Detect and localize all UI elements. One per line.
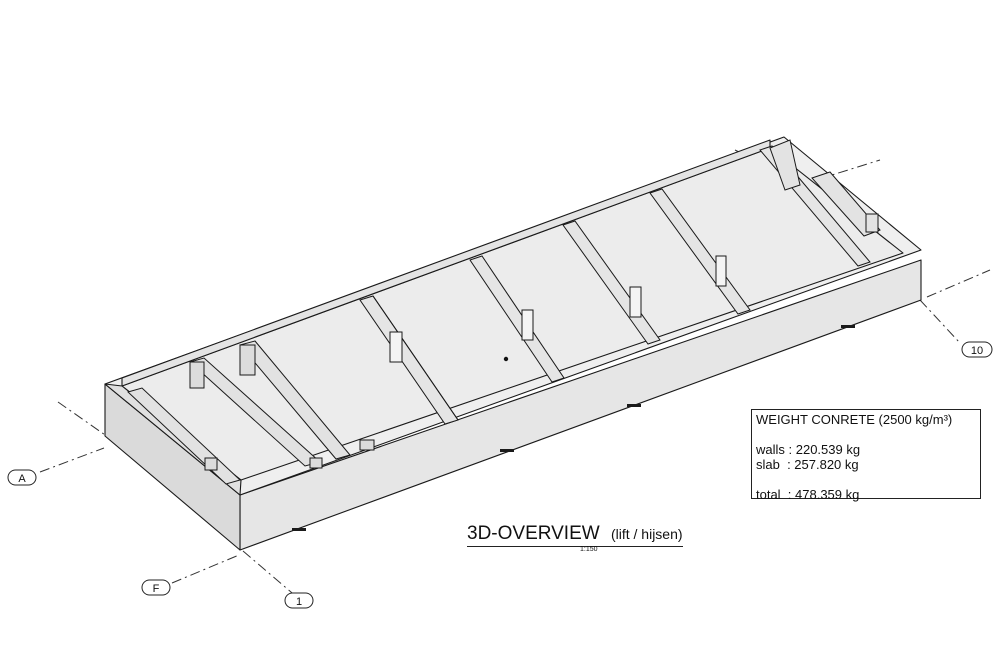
weight-schedule-table: WEIGHT CONRETE (2500 kg/m³) walls : 220.… xyxy=(751,409,981,502)
grid-label-f: F xyxy=(153,583,160,595)
grid-label-a: A xyxy=(18,473,26,485)
weight-walls: walls : 220.539 kg xyxy=(756,442,861,457)
grid-label-10: 10 xyxy=(971,345,983,357)
weight-slab: slab : 257.820 kg xyxy=(756,457,859,472)
grid-bubble-1[interactable] xyxy=(284,592,314,609)
view-title: 3D-OVERVIEW (lift / hijsen) xyxy=(467,523,683,547)
center-of-gravity-point xyxy=(503,356,509,362)
grid-bubble-f[interactable] xyxy=(141,579,171,596)
weight-table-title: WEIGHT CONRETE (2500 kg/m³) xyxy=(756,412,953,427)
view-title-sub: (lift / hijsen) xyxy=(610,526,683,542)
view-scale: 1:150 xyxy=(580,546,598,553)
end-compartment xyxy=(769,139,881,237)
internal-beams xyxy=(127,340,375,485)
grid-label-1: 1 xyxy=(296,596,302,608)
lift-points xyxy=(292,325,855,531)
view-title-main: 3D-OVERVIEW xyxy=(467,523,600,544)
openings xyxy=(389,255,727,363)
weight-total: total : 478.359 kg xyxy=(756,487,860,502)
grid-bubble-a[interactable] xyxy=(7,469,37,486)
grid-bubble-10[interactable] xyxy=(961,341,993,358)
grid-bubbles xyxy=(7,341,993,609)
